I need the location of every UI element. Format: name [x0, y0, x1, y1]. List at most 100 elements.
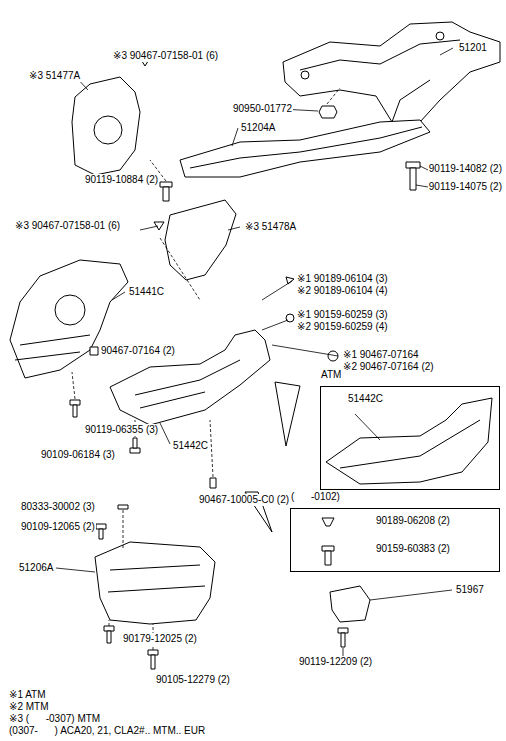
footnote: ※2 MTM — [8, 701, 50, 713]
bolt-shank — [410, 168, 416, 190]
part-number: 80333-30002 (3) — [20, 501, 96, 513]
part-number: 51442C — [347, 393, 384, 405]
bolt-head — [160, 182, 172, 187]
part-number: 90109-06184 (3) — [40, 449, 116, 461]
leader-line — [160, 423, 170, 444]
part-number: 90159-60383 (2) — [375, 543, 451, 555]
part-number: 90467-10005-C0 (2) — [198, 494, 290, 506]
shield — [72, 77, 140, 175]
atm-variant-box: ATM51442C — [320, 386, 500, 490]
part-number: ※2 90159-60259 (4) — [296, 321, 389, 333]
rear-member — [95, 542, 215, 624]
clip — [322, 518, 334, 526]
cover-hole — [55, 295, 85, 325]
bolt-head — [322, 546, 334, 551]
bolt-shank — [151, 655, 155, 669]
bolt-head — [104, 626, 114, 631]
part-number: ※1 90189-06104 (3) — [296, 273, 389, 285]
leader-line — [327, 88, 340, 104]
part-number: ※3 51477A — [28, 70, 81, 82]
leader-line — [232, 128, 238, 146]
cover-ribs — [340, 420, 480, 468]
engine-under-cover-atm — [326, 398, 492, 484]
part-number: 90179-12025 (2) — [122, 633, 198, 645]
bolt-head — [96, 524, 106, 529]
part-number: 51967 — [455, 584, 485, 596]
variant-heading: ATM — [320, 369, 342, 381]
cover-ribs — [135, 360, 240, 408]
leader-line — [160, 238, 200, 300]
center-member — [180, 120, 430, 177]
part-number: 51206A — [18, 562, 54, 574]
bolt-head — [338, 628, 348, 633]
footnote: (0307- ) ACA20, 21, CLA2#.. MTM.. EUR — [8, 725, 206, 737]
bolt-head — [148, 650, 158, 655]
clip — [210, 478, 216, 488]
mount-hole — [301, 71, 309, 79]
bolt-head — [406, 162, 420, 168]
part-number: ※3 51478A — [244, 221, 297, 233]
part-number: 51442C — [172, 440, 209, 452]
member-detail — [190, 127, 422, 168]
part-number: ※1 90467-07164 — [342, 349, 420, 361]
leader-line — [56, 568, 95, 572]
clip — [154, 222, 164, 230]
leader-line — [210, 420, 213, 477]
early-model-box: ( -0102)90189-06208 (2)90159-60383 (2) — [290, 508, 500, 572]
part-number: 90109-12065 (2) — [20, 521, 96, 533]
leader-line — [440, 48, 453, 55]
bolt-head — [118, 505, 128, 509]
leader-line — [416, 166, 428, 187]
footnote: ※1 ATM — [8, 689, 47, 701]
nut — [286, 314, 294, 322]
part-number: 51441C — [128, 286, 165, 298]
part-number: ※3 90467-07158-01 (6) — [14, 220, 121, 232]
leader-line — [109, 620, 110, 626]
bracket — [330, 586, 370, 622]
part-number: 90119-14075 (2) — [428, 181, 503, 193]
leader-lines — [56, 48, 453, 656]
part-number: ※2 90189-06104 (4) — [296, 285, 389, 297]
part-number: ※1 90159-60259 (3) — [296, 309, 389, 321]
part-number: 90119-14082 (2) — [428, 163, 503, 175]
bolt-shank — [73, 405, 77, 417]
bolt-head — [130, 448, 140, 453]
crossmember-detail — [300, 40, 460, 122]
nut — [319, 106, 337, 118]
leader-line — [228, 227, 240, 230]
leader-line — [370, 590, 452, 600]
leader-line — [112, 292, 125, 300]
mount-hole — [436, 32, 444, 40]
clip — [286, 277, 294, 284]
bolt-shank — [163, 187, 169, 201]
leader-line — [123, 510, 124, 548]
part-number: 90119-12209 (2) — [298, 656, 373, 668]
crossmember — [283, 22, 500, 122]
engine-under-cover — [10, 260, 128, 378]
bolt-shank — [133, 438, 137, 448]
part-number: 90105-12279 (2) — [155, 674, 231, 686]
leader-line — [72, 372, 75, 399]
variant-heading: ( -0102) — [290, 491, 341, 503]
part-number: 90189-06208 (2) — [375, 515, 451, 527]
part-number: 51201 — [458, 42, 488, 54]
part-number: 90119-06355 (3) — [84, 424, 159, 436]
part-number: 90467-07164 (2) — [100, 345, 176, 357]
view-pointer — [275, 382, 300, 446]
member-detail — [108, 565, 205, 592]
leader-line — [355, 414, 380, 440]
footnote: ※3 ( -0307) MTM — [8, 713, 101, 725]
shield-hole — [94, 116, 122, 144]
bolt-shank — [341, 633, 345, 647]
bracket-cover — [165, 200, 236, 280]
leader-line — [343, 648, 344, 656]
part-number: 90950-01772 — [232, 103, 293, 115]
bolt-shank — [107, 631, 111, 643]
bolt-shank — [325, 551, 331, 565]
bolt-shank — [99, 529, 103, 539]
bolt-head — [90, 347, 98, 355]
bolt-head — [70, 400, 80, 405]
part-number: ※2 90467-07164 (2) — [342, 361, 435, 373]
cover-ribs — [15, 335, 90, 360]
leader-line — [140, 226, 158, 230]
